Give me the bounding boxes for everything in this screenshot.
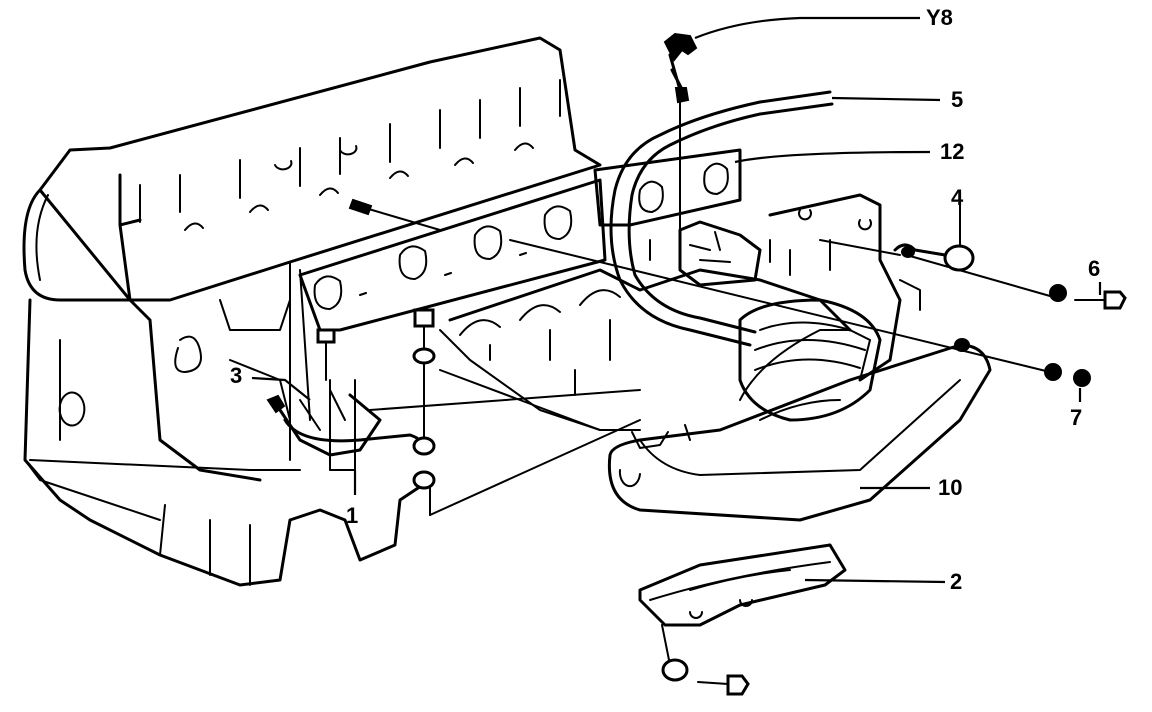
small-nut: [954, 338, 971, 352]
heat-shield-2: [638, 543, 946, 666]
pipe-1: [283, 379, 641, 516]
callout-6: 6: [1088, 256, 1101, 281]
callout-2: 2: [950, 569, 963, 594]
callout-5: 5: [951, 87, 964, 112]
actuator-unit: [649, 220, 791, 287]
callout-3: 3: [230, 363, 243, 388]
callout-4: 4: [951, 185, 964, 210]
callout-10: 10: [938, 475, 963, 500]
callout-12: 12: [940, 139, 965, 164]
shield-fasteners: [661, 658, 750, 696]
callout-1: 1: [346, 503, 359, 528]
pin: [631, 424, 691, 449]
alignment-line-right: [909, 255, 1051, 297]
bracket-3: [251, 376, 382, 457]
fastener-stack: [412, 308, 436, 490]
lever-4: [819, 199, 975, 272]
manifold-housing: [607, 193, 992, 522]
callout-y8: Y8: [926, 5, 953, 30]
engine-block: [22, 36, 602, 587]
stud-bolt: [348, 198, 441, 231]
manifold-gasket: [298, 178, 607, 332]
pipe-5: [609, 90, 941, 347]
fastener-7: [1044, 363, 1092, 387]
fastener-6: [1049, 282, 1127, 310]
sensor-y8: [663, 16, 920, 236]
callout-7: 7: [1070, 405, 1083, 430]
manifold-runners: [439, 268, 852, 431]
gasket-12: [593, 148, 931, 227]
bolt-left: [316, 328, 336, 381]
